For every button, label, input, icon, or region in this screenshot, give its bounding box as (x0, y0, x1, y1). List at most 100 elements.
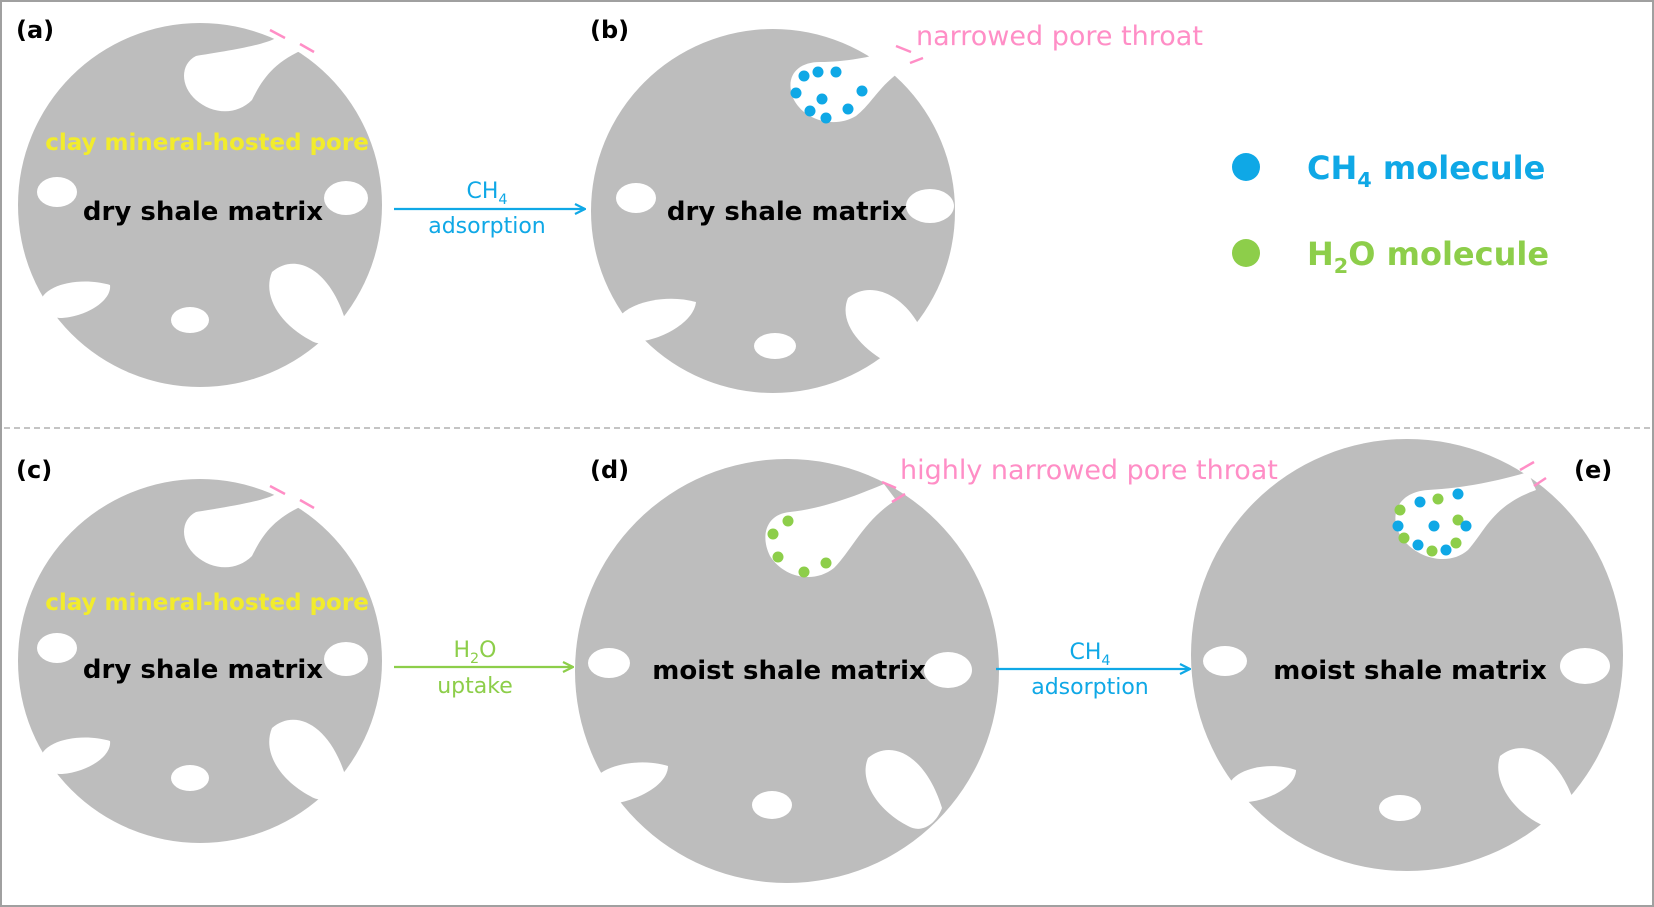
pore (1228, 766, 1296, 802)
h2o-molecule (1452, 514, 1464, 526)
legend: CH4 molecule H2O molecule (1232, 149, 1549, 278)
pore (1379, 795, 1421, 821)
panel-label: (e) (1574, 456, 1612, 484)
h2o-molecule (1398, 532, 1410, 544)
pore-throat-mark (269, 484, 286, 496)
h2o-molecule (1394, 504, 1406, 516)
pore (754, 333, 796, 359)
ch4-molecule (856, 85, 868, 97)
ch4-molecule (790, 87, 802, 99)
pore-throat-mark (881, 480, 897, 490)
ch4-molecule (1414, 496, 1426, 508)
pore-throat-mark (909, 56, 924, 65)
ch4-molecule (1392, 520, 1404, 532)
arrow-label-line2: adsorption (1031, 675, 1149, 700)
panel-label: (c) (16, 456, 52, 484)
ch4-molecule (798, 70, 810, 82)
matrix-label: dry shale matrix (83, 197, 323, 227)
arrow-label-line2: adsorption (428, 214, 546, 239)
arrow-ch4-adsorption-top: CH4 adsorption (394, 179, 585, 239)
h2o-molecule (1450, 537, 1462, 549)
arrow-label-line1: H2O (454, 638, 497, 667)
ch4-molecules (790, 66, 868, 124)
filled-pore (1395, 472, 1536, 560)
clay-pore (184, 494, 302, 568)
matrix-label: moist shale matrix (652, 656, 926, 686)
h2o-molecule (1426, 545, 1438, 557)
ch4-molecule (820, 112, 832, 124)
pore (171, 765, 209, 791)
pore (590, 762, 668, 804)
pore (906, 189, 954, 223)
pore (1498, 748, 1576, 828)
arrow-label-line1: CH4 (466, 179, 507, 208)
ch4-molecule (1460, 520, 1472, 532)
panel-a: (a) clay mineral-hosted pore dry shale m… (16, 16, 382, 387)
pore-throat-mark (269, 28, 286, 40)
arrow-label-line1: CH4 (1069, 640, 1110, 669)
pore-throat-mark (1533, 476, 1547, 488)
panel-label: (b) (590, 16, 629, 44)
pore (865, 750, 942, 829)
h2o-molecule (820, 557, 832, 569)
ch4-molecule (1452, 488, 1464, 500)
throat-label: highly narrowed pore throat (900, 455, 1278, 486)
ch4-molecule (830, 66, 842, 78)
clay-pore (184, 38, 302, 112)
matrix-label: moist shale matrix (1273, 656, 1547, 686)
mixed-molecules (1392, 488, 1472, 557)
matrix-label: dry shale matrix (83, 655, 323, 685)
arrow-label-line2: uptake (437, 674, 513, 699)
pore (40, 281, 111, 318)
pore-throat-mark (299, 498, 315, 510)
panel-e: (e) moist shale matrix (1191, 439, 1623, 871)
panel-c: (c) clay mineral-hosted pore dry shale m… (16, 456, 382, 843)
ch4-molecule (812, 66, 824, 78)
pore-label: clay mineral-hosted pore (45, 590, 369, 616)
pore-throat-mark (1519, 460, 1535, 472)
panel-d: (d) highly narrowed pore throat moist sh… (575, 455, 1278, 883)
pore (269, 719, 346, 800)
h2o-molecule (772, 551, 784, 563)
legend-ch4-label: CH4 molecule (1307, 149, 1545, 192)
arrow-h2o-uptake: H2O uptake (394, 638, 573, 699)
ch4-molecule (1440, 544, 1452, 556)
matrix-label: dry shale matrix (667, 197, 907, 227)
pore (40, 737, 111, 774)
pore (324, 181, 368, 215)
pore-throat-mark (891, 492, 906, 504)
pore (588, 648, 630, 678)
ch4-molecule (804, 105, 816, 117)
ch4-molecule (1412, 539, 1424, 551)
arrow-ch4-adsorption-bottom: CH4 adsorption (996, 640, 1190, 700)
pore-label: clay mineral-hosted pore (45, 130, 369, 156)
pore-throat-mark (895, 44, 912, 54)
h2o-molecule (1432, 493, 1444, 505)
ch4-molecule (816, 93, 828, 105)
pore (269, 263, 346, 344)
pore (324, 642, 368, 676)
pore (1203, 646, 1247, 676)
legend-h2o-label: H2O molecule (1307, 235, 1549, 278)
panel-b: (b) narrowed pore throat dry shale matri… (590, 16, 1203, 393)
pore (171, 307, 209, 333)
panel-label: (d) (590, 456, 629, 484)
h2o-molecule (782, 515, 794, 527)
pore (37, 633, 77, 663)
filled-pore (765, 484, 896, 578)
pore (752, 791, 792, 819)
pore (1560, 648, 1610, 684)
ch4-molecule (842, 103, 854, 115)
pore (616, 183, 656, 213)
legend-ch4-swatch (1232, 153, 1260, 181)
pore (614, 298, 696, 342)
pore (924, 652, 972, 688)
h2o-molecules (767, 515, 832, 578)
ch4-molecule (1428, 520, 1440, 532)
h2o-molecule (767, 528, 779, 540)
panel-label: (a) (16, 16, 54, 44)
throat-label: narrowed pore throat (916, 21, 1203, 52)
pore (37, 177, 77, 207)
